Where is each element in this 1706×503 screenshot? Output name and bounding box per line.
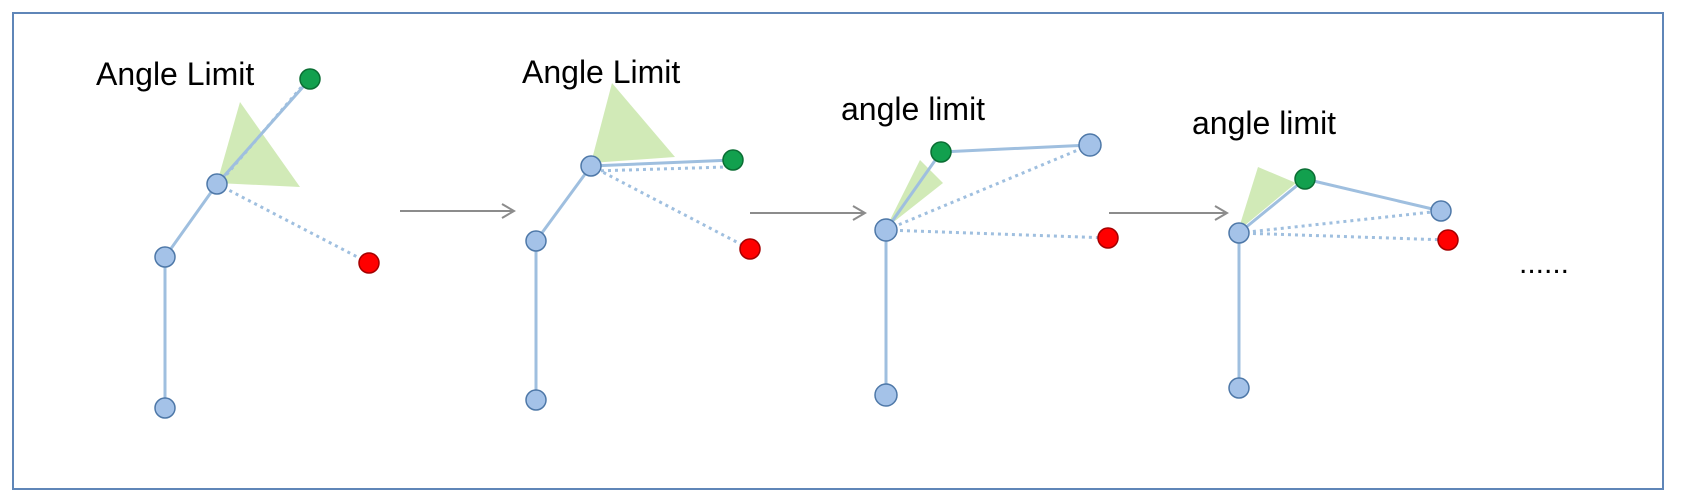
arrow-2	[750, 205, 867, 221]
arrow-3	[1109, 205, 1229, 221]
effector-direction-dotted	[593, 165, 727, 173]
joint	[1430, 200, 1452, 222]
joint	[154, 246, 176, 268]
bone	[1238, 177, 1306, 235]
joint	[1228, 222, 1250, 244]
angle-limit-label: Angle Limit	[96, 56, 254, 92]
end-effector	[722, 149, 744, 171]
end-effector	[1294, 168, 1316, 190]
joint	[206, 173, 228, 195]
angle-limit-label: angle limit	[1192, 105, 1336, 141]
angle-limit-cone	[217, 102, 300, 187]
bone	[590, 158, 734, 168]
target	[1097, 227, 1119, 249]
end-effector	[930, 141, 952, 163]
target-direction-dotted	[885, 228, 1109, 240]
target	[739, 238, 761, 260]
effector-direction-dotted	[885, 143, 1091, 232]
step-4: angle limit	[1192, 105, 1459, 399]
step-1: Angle Limit	[96, 56, 380, 419]
joint	[154, 397, 176, 419]
angle-limit-label: angle limit	[841, 91, 985, 127]
arrow-1	[400, 203, 516, 219]
diagram-frame	[12, 12, 1664, 490]
joint	[1078, 133, 1102, 157]
target-direction-dotted	[590, 164, 751, 251]
bone	[940, 143, 1091, 154]
angle-limit-cone	[1238, 167, 1296, 231]
bone	[534, 165, 593, 242]
angle-limit-label: Angle Limit	[522, 54, 680, 90]
joint	[525, 389, 547, 411]
target-direction-dotted	[216, 182, 370, 265]
effector-direction-dotted	[1238, 209, 1442, 235]
joint	[580, 155, 602, 177]
joint	[1228, 377, 1250, 399]
end-effector	[299, 68, 321, 90]
bone	[163, 183, 219, 258]
target	[1437, 229, 1459, 251]
joint	[525, 230, 547, 252]
step-2: Angle Limit	[522, 54, 761, 411]
angle-limit-cone	[591, 83, 675, 163]
bone	[1304, 177, 1442, 213]
joint	[874, 383, 898, 407]
bone	[884, 151, 943, 231]
target	[358, 252, 380, 274]
step-3: angle limit	[841, 91, 1119, 407]
continuation-ellipsis: ......	[1519, 247, 1569, 280]
joint	[874, 218, 898, 242]
effector-direction-dotted	[220, 83, 306, 181]
